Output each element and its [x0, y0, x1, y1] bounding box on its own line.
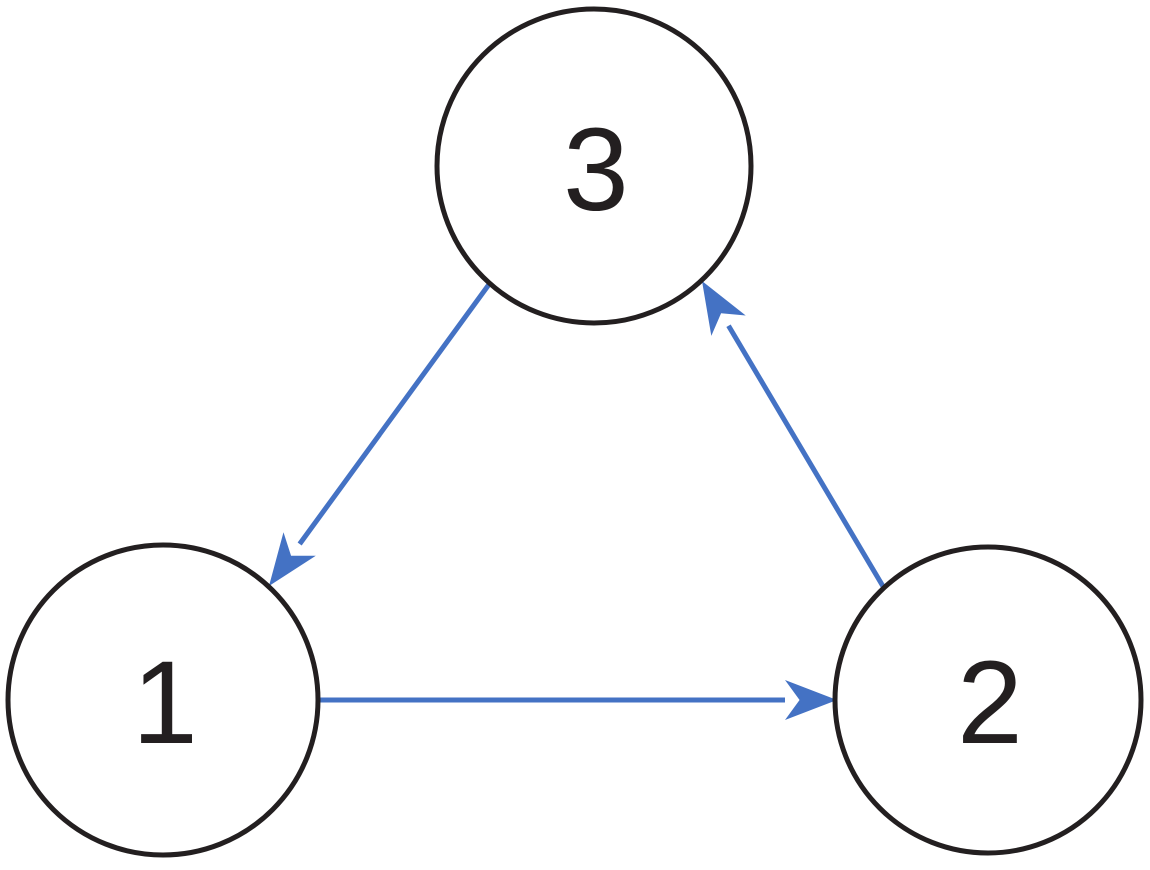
- edge-1-to-2-arrowhead: [785, 680, 837, 720]
- edge-3-to-1-shaft: [297, 281, 493, 546]
- nodes-layer: 1 2 3: [5, 6, 1144, 858]
- edges-layer: [269, 281, 887, 720]
- node-3[interactable]: 3: [434, 6, 754, 326]
- node-2-label: 2: [957, 637, 1023, 769]
- edge-2-to-3-shaft: [726, 324, 887, 590]
- edge-2-to-3[interactable]: [702, 281, 887, 590]
- node-1[interactable]: 1: [5, 542, 321, 858]
- node-2[interactable]: 2: [832, 544, 1144, 856]
- edge-1-to-2[interactable]: [309, 680, 837, 720]
- node-3-circle: [434, 6, 754, 326]
- edge-3-to-1-arrowhead: [269, 532, 316, 586]
- edge-3-to-1[interactable]: [269, 281, 493, 586]
- node-1-circle: [5, 542, 321, 858]
- node-2-circle: [832, 544, 1144, 856]
- node-3-label: 3: [563, 104, 629, 236]
- node-1-label: 1: [132, 637, 198, 769]
- edge-2-to-3-arrowhead: [702, 281, 746, 336]
